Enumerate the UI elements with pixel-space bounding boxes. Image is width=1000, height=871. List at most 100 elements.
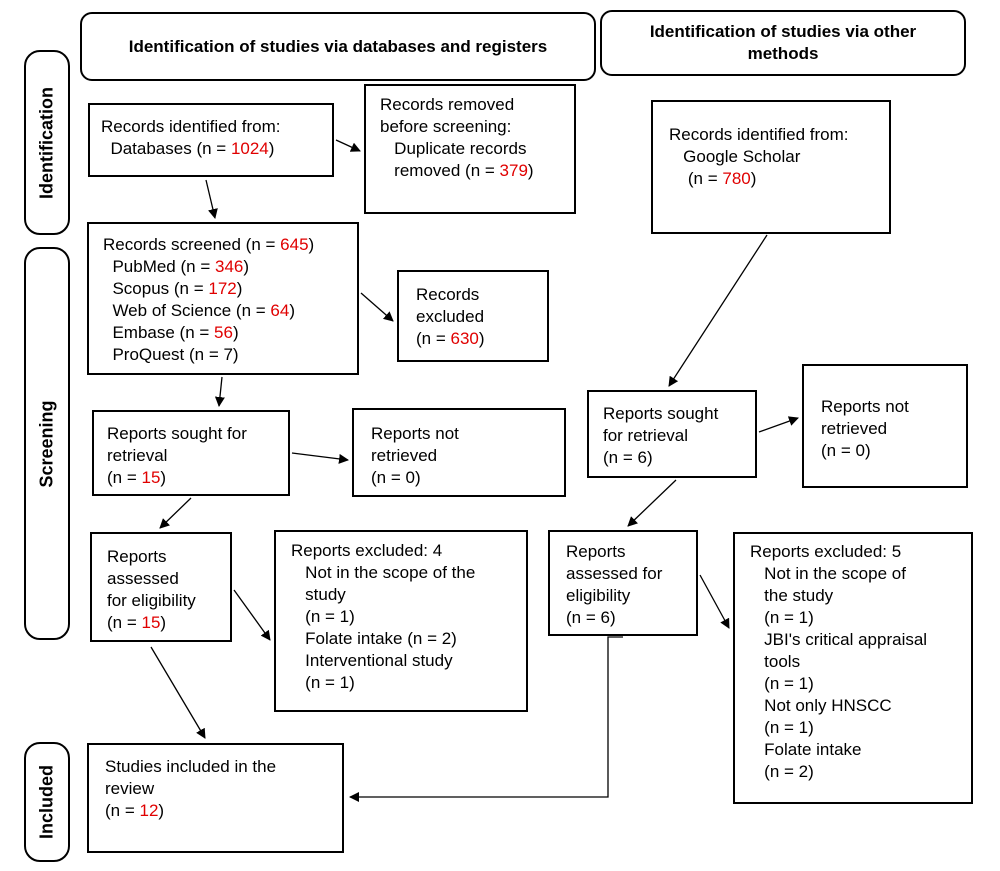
phase-included-label: Included	[36, 764, 57, 840]
other-records-identified-line2: Google Scholar	[669, 147, 801, 166]
included-line1: Studies included in the	[105, 757, 277, 776]
included-line2: review	[105, 779, 155, 798]
db-screened-item: Scopus (n = 172)	[103, 279, 243, 298]
db-assessed-line4: (n = 15)	[107, 613, 167, 632]
db-records-removed-box: Records removed before screening: Duplic…	[364, 84, 576, 214]
other-records-identified-line1: Records identified from:	[669, 125, 849, 144]
other-excluded-line: Not in the scope of	[750, 564, 906, 583]
db-records-identified-box: Records identified from: Databases (n = …	[88, 103, 334, 177]
other-excluded-line: (n = 1)	[750, 674, 814, 693]
header-other-label: Identification of studies via other meth…	[649, 22, 917, 63]
other-records-identified-box: Records identified from: Google Scholar …	[651, 100, 891, 234]
db-screened-item: PubMed (n = 346)	[103, 257, 250, 276]
db-records-excluded-box: Records excluded (n = 630)	[397, 270, 549, 362]
db-records-screened-box: Records screened (n = 645) PubMed (n = 3…	[87, 222, 359, 375]
other-assessed-line2: assessed for	[566, 564, 663, 583]
header-other-methods: Identification of studies via other meth…	[600, 10, 966, 76]
other-sought-line1: Reports sought	[603, 404, 719, 423]
db-not-retrieved-line3: (n = 0)	[371, 468, 421, 487]
phase-screening: Screening	[24, 247, 70, 640]
other-excluded-line: (n = 1)	[750, 608, 814, 627]
db-assessed-count: 15	[141, 613, 161, 632]
db-records-identified-count: 1024	[230, 139, 269, 158]
db-reports-assessed-box: Reports assessed for eligibility (n = 15…	[90, 532, 232, 642]
other-reports-assessed-box: Reports assessed for eligibility (n = 6)	[548, 530, 698, 636]
db-sought-line3: (n = 15)	[107, 468, 167, 487]
arrow-other-sought-to-not-retrieved	[758, 416, 799, 433]
db-sought-line2: retrieval	[107, 446, 168, 465]
db-records-excluded-line2: excluded	[416, 307, 485, 326]
db-records-identified-line2: Databases (n = 1024)	[101, 139, 275, 158]
included-line3: (n = 12)	[105, 801, 165, 820]
arrow-other-assessed-to-excluded	[699, 574, 730, 629]
other-not-retrieved-box: Reports not retrieved (n = 0)	[802, 364, 968, 488]
other-excluded-line: JBI's critical appraisal	[750, 630, 928, 649]
phase-screening-label: Screening	[36, 399, 57, 488]
other-excluded-title: Reports excluded: 5	[750, 542, 902, 561]
db-sought-count: 15	[141, 468, 161, 487]
other-excluded-line: tools	[750, 652, 801, 671]
db-records-screened-count: 645	[280, 235, 309, 254]
db-excluded-line: Interventional study	[291, 651, 453, 670]
other-not-retrieved-line3: (n = 0)	[821, 441, 871, 460]
db-records-excluded-count: 630	[450, 329, 479, 348]
db-records-removed-line1: Records removed	[380, 95, 515, 114]
db-excluded-line: (n = 1)	[291, 673, 355, 692]
db-screened-item: Web of Science (n = 64)	[103, 301, 296, 320]
arrow-assessed-to-included	[150, 646, 206, 739]
other-reports-excluded-box: Reports excluded: 5 Not in the scope of …	[733, 532, 973, 804]
db-records-removed-line3: Duplicate records	[380, 139, 527, 158]
db-records-screened-line1: Records screened (n = 645)	[103, 235, 315, 254]
db-records-removed-line2: before screening:	[380, 117, 512, 136]
db-not-retrieved-box: Reports not retrieved (n = 0)	[352, 408, 566, 497]
other-sought-line3: (n = 6)	[603, 448, 653, 467]
included-count: 12	[139, 801, 159, 820]
db-sought-line1: Reports sought for	[107, 424, 247, 443]
db-reports-sought-box: Reports sought for retrieval (n = 15)	[92, 410, 290, 496]
other-assessed-line3: eligibility	[566, 586, 631, 605]
arrow-identified-to-screened	[205, 179, 218, 219]
db-excluded-title: Reports excluded: 4	[291, 541, 443, 560]
db-not-retrieved-line1: Reports not	[371, 424, 459, 443]
db-excluded-line: study	[291, 585, 346, 604]
arrow-identified-to-removed	[335, 139, 361, 152]
other-not-retrieved-line2: retrieved	[821, 419, 888, 438]
other-excluded-line: Folate intake	[750, 740, 862, 759]
arrow-screened-to-excluded	[360, 292, 394, 322]
other-sought-line2: for retrieval	[603, 426, 689, 445]
db-assessed-line2: assessed	[107, 569, 179, 588]
other-records-identified-count: 780	[722, 169, 751, 188]
db-records-removed-line4: removed (n = 379)	[380, 161, 534, 180]
other-records-identified-line3: (n = 780)	[669, 169, 757, 188]
header-databases-label: Identification of studies via databases …	[128, 36, 548, 56]
other-assessed-line4: (n = 6)	[566, 608, 616, 627]
db-screened-item: Embase (n = 56)	[103, 323, 239, 342]
db-screened-item: ProQuest (n = 7)	[103, 345, 239, 364]
phase-included: Included	[24, 742, 70, 862]
db-records-identified-line1: Records identified from:	[101, 117, 281, 136]
other-assessed-line1: Reports	[566, 542, 626, 561]
other-excluded-line: (n = 2)	[750, 762, 814, 781]
other-not-retrieved-line1: Reports not	[821, 397, 909, 416]
header-databases: Identification of studies via databases …	[80, 12, 596, 81]
db-not-retrieved-line2: retrieved	[371, 446, 438, 465]
db-assessed-line1: Reports	[107, 547, 167, 566]
other-reports-sought-box: Reports sought for retrieval (n = 6)	[587, 390, 757, 478]
other-excluded-line: (n = 1)	[750, 718, 814, 737]
arrow-sought-to-not-retrieved	[291, 452, 349, 464]
db-excluded-line: (n = 1)	[291, 607, 355, 626]
phase-identification: Identification	[24, 50, 70, 235]
db-excluded-line: Folate intake (n = 2)	[291, 629, 457, 648]
arrow-other-sought-to-assessed	[627, 479, 677, 527]
db-reports-excluded-box: Reports excluded: 4 Not in the scope of …	[274, 530, 528, 712]
other-excluded-line: the study	[750, 586, 834, 605]
db-excluded-line: Not in the scope of the	[291, 563, 476, 582]
arrow-sought-to-assessed	[159, 497, 192, 529]
db-records-excluded-line3: (n = 630)	[416, 329, 485, 348]
arrow-screened-to-sought	[214, 376, 225, 407]
db-assessed-line3: for eligibility	[107, 591, 196, 610]
arrow-assessed-to-excluded	[233, 589, 271, 641]
studies-included-box: Studies included in the review (n = 12)	[87, 743, 344, 853]
db-records-excluded-line1: Records	[416, 285, 480, 304]
db-records-removed-count: 379	[499, 161, 528, 180]
